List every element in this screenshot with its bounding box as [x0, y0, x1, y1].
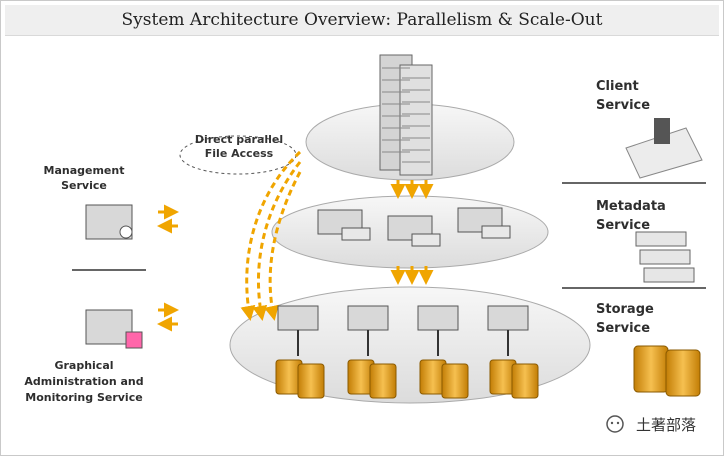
metadata-service-label: Metadata Service — [596, 199, 666, 233]
storage-icon — [633, 345, 701, 397]
metadata-icon — [635, 231, 695, 283]
diagram-title: System Architecture Overview: Parallelis… — [121, 10, 603, 30]
storage-server-icon — [277, 305, 529, 356]
wechat-icon — [606, 415, 624, 433]
tier-arrows-bottom — [390, 266, 434, 285]
management-arrows — [157, 204, 179, 234]
graphical-server-icon — [85, 309, 143, 349]
direct-access-label: Direct parallel File Access — [194, 133, 284, 160]
server-rack-icon — [379, 54, 433, 176]
management-service-label: Management Service — [43, 164, 125, 192]
management-server-icon — [85, 204, 133, 240]
disk-stack-icon — [275, 359, 539, 399]
title-bar: System Architecture Overview: Parallelis… — [5, 5, 719, 36]
graphical-arrows — [157, 302, 179, 332]
direct-access-paths — [240, 150, 302, 321]
metadata-server-icon — [317, 207, 511, 247]
storage-service-label: Storage Service — [596, 302, 654, 336]
client-icon — [625, 118, 703, 179]
graphical-service-label: Graphical Administration and Monitoring … — [24, 359, 144, 404]
client-service-label: Client Service — [596, 79, 651, 113]
tier-arrows-top — [390, 180, 434, 199]
